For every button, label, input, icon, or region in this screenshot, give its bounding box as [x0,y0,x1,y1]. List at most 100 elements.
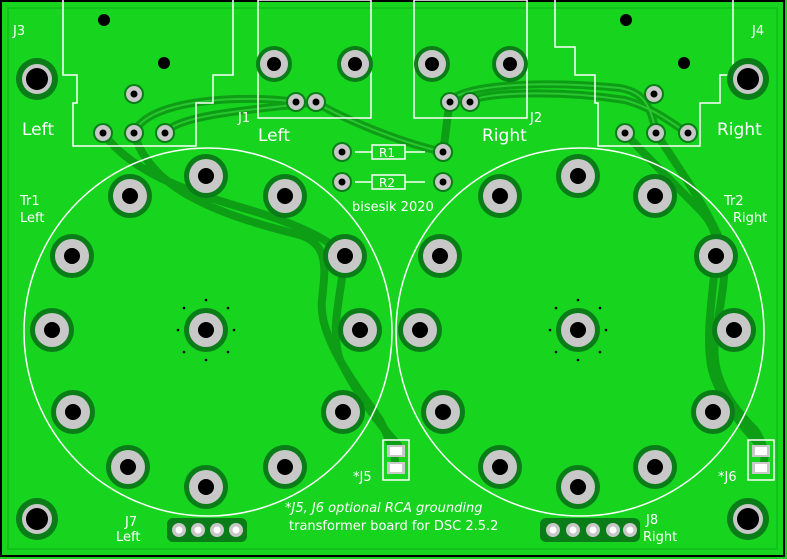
j1-big-pad-1 [256,46,292,82]
j7-header [167,518,247,542]
tr2-center-dot-3 [598,306,602,310]
ground-pour-edge [7,7,778,550]
j2-pad-1 [440,92,460,112]
tr2-center-dot-7 [576,358,580,362]
tr2-center-dot-1 [554,306,558,310]
r2-pad-1 [332,172,352,192]
tr1-center-dot-7 [204,358,208,362]
label-j1-left: Left [258,126,290,146]
label-j8-right: Right [643,530,677,545]
tr1-pad-8 [106,445,150,489]
j6-outline [747,439,775,481]
tr1-center-dot-3 [226,306,230,310]
tr2-pad-1 [556,154,600,198]
r1-pad-1 [332,142,352,162]
label-j7: J7 [124,515,137,530]
tr2-pad-7 [556,465,600,509]
label-j3: J3 [12,24,25,39]
tr1-center-pad [184,308,228,352]
tr1-pad-1 [184,154,228,198]
tr1-pad-2 [263,174,307,218]
tr1-center-dot-4 [176,328,180,332]
j1-pad-1 [286,92,306,112]
mount-hole-tr [727,58,769,100]
j3-pad-2 [124,123,144,143]
tr2-pads [398,154,756,509]
tr1-pad-11 [50,234,94,278]
tr1-pad-4 [338,308,382,352]
tr1-pad-10 [30,308,74,352]
label-tr1-left: Left [20,211,44,226]
tr2-pad-9 [421,390,465,434]
label-credit: bisesik 2020 [352,200,434,215]
j5-pads [387,445,405,474]
j7-pin-hole-3 [213,526,221,534]
tr2-pad-8 [478,445,522,489]
label-r2: R2 [379,176,395,190]
j3-outline [62,0,234,147]
tr2-center-dot-6 [554,350,558,354]
tr1-pads [30,154,382,509]
j1-pad-2 [306,92,326,112]
label-j8: J8 [645,513,658,528]
tr1-pad-9 [51,390,95,434]
tr2-center-dot-8 [598,350,602,354]
tr2-pad-5 [691,390,735,434]
label-j4: J4 [751,24,764,39]
mounting-holes [16,14,769,540]
r1-pad-2 [433,142,453,162]
j8-pin-hole-2 [569,526,577,534]
j3-pad-1 [93,123,113,143]
tr1-pad-7 [184,465,228,509]
j7-pin-hole-1 [175,526,183,534]
tr2-center-dot-2 [576,298,580,302]
tr1-center-dot-1 [182,306,186,310]
r2-pad-2 [433,172,453,192]
label-j6: *J6 [718,470,737,485]
tr2-pad-2 [633,174,677,218]
mount-hole-tl [16,58,58,100]
j6-pads [752,445,770,474]
j5-outline [382,439,410,481]
label-j2-right: Right [482,126,527,146]
label-r1: R1 [379,146,395,160]
label-j1: J1 [237,111,250,126]
tr1-outline [23,147,393,517]
j8-pin-hole-5 [626,526,634,534]
label-tr1: Tr1 [19,194,40,209]
j8-pin-hole-1 [549,526,557,534]
label-j2: J2 [529,111,542,126]
j3-pad-4 [124,84,144,104]
j7-pin-hole-4 [232,526,240,534]
j4-pad-4 [644,84,664,104]
j7-pin-hole-2 [194,526,202,534]
label-j7-left: Left [116,530,140,545]
tr1-pad-5 [321,390,365,434]
label-tr2: Tr2 [723,194,744,209]
tr2-pad-10 [398,308,442,352]
tr2-pad-11 [418,234,462,278]
silkscreen-text: J3 J4 J1 J2 Left Left Right Right R1 R2 … [12,24,767,545]
j8-pin-hole-4 [609,526,617,534]
tr1-pad-6 [263,445,307,489]
j2-big-pad-1 [414,46,450,82]
tr2-pad-6 [633,445,677,489]
tr1-pad-12 [108,174,152,218]
j1-big-pad-2 [337,46,373,82]
j3-pad-3 [155,123,175,143]
tr2-pad-4 [712,308,756,352]
j2-pad-2 [460,92,480,112]
tr1-center-dot-8 [226,350,230,354]
j8-header [540,518,640,542]
j4-pad-3 [678,123,698,143]
label-j5: *J5 [353,470,372,485]
r1-outline [355,144,425,160]
j8-pin-hole-3 [589,526,597,534]
small-pads [93,46,698,192]
tr2-outline [395,147,765,517]
note-line-1: *J5, J6 optional RCA grounding [285,501,482,516]
mount-hole-br [727,498,769,540]
tr1-center-dot-6 [182,350,186,354]
